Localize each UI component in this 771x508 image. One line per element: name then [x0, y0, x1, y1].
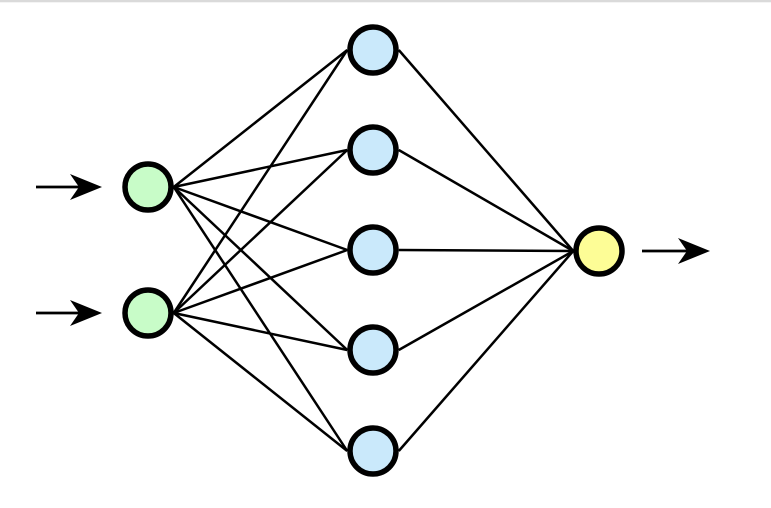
edge-i1-h2: [173, 148, 348, 189]
edge-h1-o1: [397, 49, 575, 252]
edge-h2-o1: [398, 148, 574, 253]
edge-i2-h1: [172, 49, 349, 314]
hidden-node-4: [347, 324, 399, 376]
edge-i1-h1: [172, 49, 349, 188]
edge-h4-o1: [398, 249, 574, 352]
window-top-border: [0, 0, 771, 3]
output-node-1: [573, 225, 625, 277]
input-node-2: [122, 287, 174, 339]
edge-i1-h4: [172, 186, 349, 351]
edge-h3-o1: [398, 248, 574, 253]
edge-i1-h5: [172, 186, 349, 452]
edge-i2-h4: [173, 311, 348, 352]
edge-i1-h3: [173, 185, 348, 252]
edge-i2-h2: [172, 149, 349, 314]
edge-i2-h5: [172, 312, 349, 452]
edge-i2-h3: [173, 248, 348, 315]
input-node-1: [122, 161, 174, 213]
input-arrow-1-head-icon: [70, 174, 102, 200]
output-arrow-head-icon: [678, 238, 710, 264]
hidden-node-2: [347, 124, 399, 176]
hidden-node-1: [347, 24, 399, 76]
hidden-node-3: [347, 224, 399, 276]
input-arrow-2-head-icon: [70, 300, 102, 326]
edge-h5-o1: [397, 250, 575, 452]
hidden-node-5: [347, 425, 399, 477]
